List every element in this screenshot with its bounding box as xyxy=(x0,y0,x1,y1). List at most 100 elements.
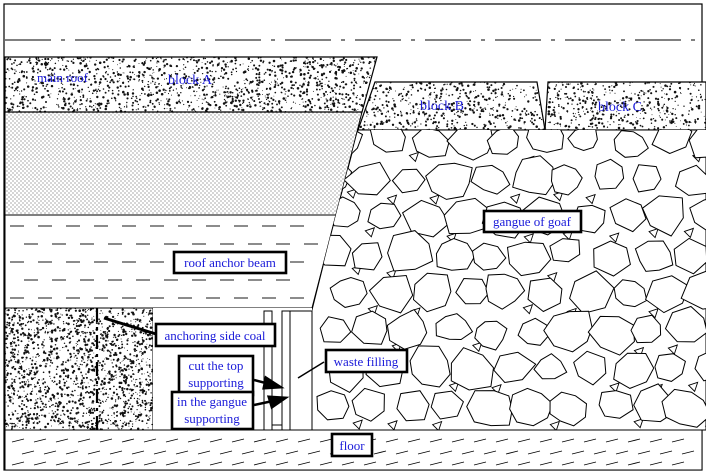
speckle-dot xyxy=(40,314,44,318)
speckle-dot xyxy=(409,102,411,104)
speckle-dot xyxy=(518,127,520,129)
speckle-dot xyxy=(671,112,674,116)
speckle-dot xyxy=(314,104,316,107)
speckle-dot xyxy=(214,107,216,109)
speckle-dot xyxy=(67,349,70,352)
speckle-dot xyxy=(93,315,95,317)
speckle-dot xyxy=(581,99,585,103)
speckle-dot xyxy=(29,320,33,323)
speckle-dot xyxy=(93,369,96,372)
speckle-dot xyxy=(559,117,562,120)
speckle-dot xyxy=(273,85,277,89)
speckle-dot xyxy=(16,336,19,339)
speckle-dot xyxy=(415,120,417,122)
speckle-dot xyxy=(102,367,104,369)
speckle-dot xyxy=(24,349,27,352)
speckle-dot xyxy=(11,320,13,322)
speckle-dot xyxy=(523,107,526,111)
speckle-dot xyxy=(303,65,305,67)
speckle-dot xyxy=(609,124,611,126)
speckle-dot xyxy=(107,396,109,399)
speckle-dot xyxy=(690,84,692,86)
speckle-dot xyxy=(67,60,70,62)
speckle-dot xyxy=(159,57,162,59)
speckle-dot xyxy=(587,110,589,112)
gangue-rock xyxy=(641,195,684,237)
speckle-dot xyxy=(642,107,645,110)
speckle-dot xyxy=(401,98,404,101)
speckle-dot xyxy=(12,352,15,354)
speckle-dot xyxy=(560,106,563,108)
speckle-dot xyxy=(304,105,307,108)
speckle-dot xyxy=(133,332,136,335)
speckle-dot xyxy=(459,95,461,98)
speckle-dot xyxy=(128,406,131,408)
speckle-dot xyxy=(31,366,35,369)
speckle-dot xyxy=(22,396,24,398)
speckle-dot xyxy=(163,67,165,69)
speckle-dot xyxy=(11,348,14,351)
speckle-dot xyxy=(28,334,31,337)
speckle-dot xyxy=(410,125,412,127)
floor-dash xyxy=(307,450,321,455)
speckle-dot xyxy=(594,106,597,109)
speckle-dot xyxy=(123,72,125,74)
speckle-dot xyxy=(244,82,246,85)
speckle-dot xyxy=(118,106,121,109)
speckle-dot xyxy=(199,78,201,80)
speckle-dot xyxy=(547,121,549,124)
speckle-dot xyxy=(700,111,702,113)
speckle-dot xyxy=(104,419,107,422)
speckle-dot xyxy=(31,67,35,70)
speckle-dot xyxy=(202,57,205,60)
speckle-dot xyxy=(457,114,459,117)
speckle-dot xyxy=(147,427,149,429)
speckle-dot xyxy=(25,398,28,401)
speckle-dot xyxy=(153,71,155,73)
speckle-dot xyxy=(524,112,527,114)
speckle-dot xyxy=(48,400,50,402)
speckle-dot xyxy=(244,86,247,89)
speckle-dot xyxy=(519,113,522,116)
speckle-dot xyxy=(428,107,431,109)
speckle-dot xyxy=(206,85,208,87)
speckle-dot xyxy=(57,93,60,95)
speckle-dot xyxy=(63,96,65,99)
speckle-dot xyxy=(603,94,606,96)
speckle-dot xyxy=(42,347,44,349)
speckle-dot xyxy=(34,99,37,101)
speckle-dot xyxy=(145,378,148,381)
speckle-dot xyxy=(573,92,576,95)
speckle-dot xyxy=(410,109,412,111)
speckle-dot xyxy=(694,85,696,87)
speckle-dot xyxy=(435,96,438,99)
speckle-dot xyxy=(15,70,17,72)
speckle-dot xyxy=(46,385,49,387)
speckle-dot xyxy=(480,109,483,113)
speckle-dot xyxy=(625,121,627,123)
speckle-dot xyxy=(467,96,470,100)
speckle-dot xyxy=(106,344,108,347)
label-roof-anchor-beam: roof anchor beam xyxy=(184,255,276,270)
speckle-dot xyxy=(81,313,85,317)
speckle-dot xyxy=(266,68,269,71)
speckle-dot xyxy=(93,369,96,371)
speckle-dot xyxy=(167,100,170,103)
speckle-dot xyxy=(330,62,333,65)
speckle-dot xyxy=(53,376,56,379)
speckle-dot xyxy=(293,66,297,70)
speckle-dot xyxy=(136,393,138,395)
speckle-dot xyxy=(294,81,297,84)
speckle-dot xyxy=(138,63,140,64)
speckle-dot xyxy=(473,82,477,84)
speckle-dot xyxy=(17,413,19,414)
speckle-dot xyxy=(258,98,260,100)
speckle-dot xyxy=(9,417,12,420)
speckle-dot xyxy=(163,107,166,110)
speckle-dot xyxy=(639,112,641,114)
speckle-dot xyxy=(512,88,514,90)
speckle-dot xyxy=(179,69,181,72)
speckle-dot xyxy=(459,89,462,92)
speckle-dot xyxy=(257,92,261,96)
speckle-dot xyxy=(38,355,41,357)
